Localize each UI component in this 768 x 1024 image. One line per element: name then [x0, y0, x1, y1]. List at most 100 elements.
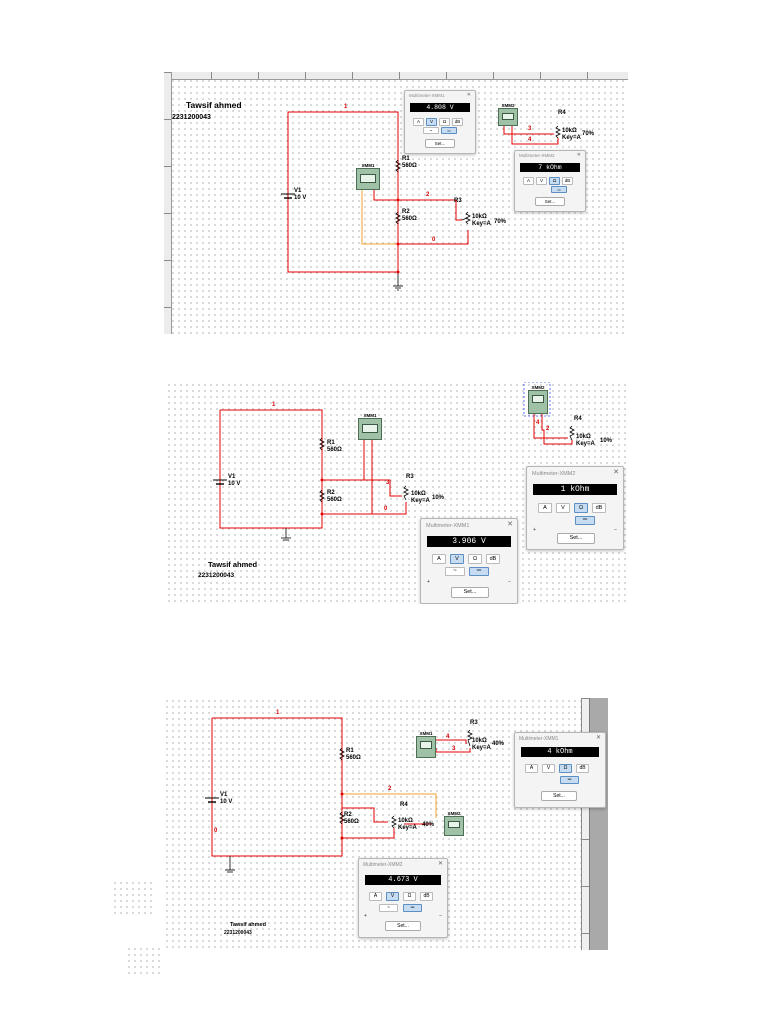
r3-key: Key=A: [472, 745, 491, 751]
mode-button-db[interactable]: dB: [592, 503, 606, 513]
dc-button[interactable]: ═: [551, 186, 567, 193]
set-button[interactable]: Set...: [451, 587, 489, 598]
multimeter-dialog-xmm2[interactable]: Multimeter-XMM2 ✕ 7 kOhm A V Ω dB ═ Set.…: [514, 150, 586, 212]
right-ruler: [581, 698, 590, 950]
multimeter-dialog-xmm1[interactable]: Multimeter-XMM1 ✕ 4.808 V A V Ω dB ~ ═ S…: [404, 90, 476, 154]
r4-key: Key=A: [576, 441, 595, 447]
net-label: 0: [214, 828, 218, 834]
mode-button-volts[interactable]: V: [542, 764, 555, 773]
mode-button-amps[interactable]: A: [525, 764, 538, 773]
mode-button-db[interactable]: dB: [420, 892, 433, 901]
ac-button[interactable]: ~: [379, 904, 398, 912]
r3-percent: 70%: [494, 219, 507, 225]
schematic-panel-3: Tawsif ahmed 2231200043 1 0 2 4 3 V1 10 …: [164, 698, 608, 950]
multimeter-dialog-xmm1[interactable]: Multimeter-XMM1 ✕ 4 kOhm A V Ω dB ═ Set.…: [514, 732, 606, 808]
meter-tag: XMM1: [419, 731, 433, 736]
ac-button[interactable]: ~: [445, 567, 465, 576]
mode-button-db[interactable]: dB: [562, 177, 573, 185]
mode-button-ohms[interactable]: Ω: [403, 892, 416, 901]
r3-name: R3: [470, 720, 478, 726]
net-label: 3: [386, 480, 390, 486]
r4-key: Key=A: [398, 825, 417, 831]
dc-button[interactable]: ═: [403, 904, 422, 912]
close-icon[interactable]: ✕: [576, 152, 581, 158]
multimeter-dialog-xmm2[interactable]: Multimeter-XMM2 ✕ 1 kOhm A V Ω dB ═ + − …: [526, 466, 624, 550]
v1-value: 10 V: [294, 195, 307, 201]
mode-button-db[interactable]: dB: [576, 764, 589, 773]
meter-display: 4 kOhm: [521, 747, 599, 757]
mode-button-ohms[interactable]: Ω: [559, 764, 572, 773]
set-button[interactable]: Set...: [385, 921, 421, 931]
circuit-wires: [205, 717, 473, 873]
multimeter-xmm2-icon[interactable]: XMM2: [528, 385, 548, 414]
mode-button-db[interactable]: dB: [452, 118, 463, 126]
mode-button-volts[interactable]: V: [386, 892, 399, 901]
close-icon[interactable]: ✕: [595, 735, 601, 741]
minus-terminal-icon: −: [439, 913, 442, 919]
set-button[interactable]: Set...: [425, 139, 455, 148]
v1-value: 10 V: [228, 481, 241, 487]
close-icon[interactable]: ✕: [613, 469, 619, 476]
multimeter-dialog-xmm2[interactable]: Multimeter-XMM2 ✕ 4.673 V A V Ω dB ~ ═ +…: [358, 858, 448, 938]
close-icon[interactable]: ✕: [437, 861, 443, 867]
mode-button-amps[interactable]: A: [538, 503, 552, 513]
r1-name: R1: [346, 748, 354, 754]
net-label: 0: [432, 237, 436, 243]
v1-name: V1: [294, 188, 302, 194]
meter-tag: XMM1: [363, 413, 377, 418]
r3-percent: 10%: [432, 495, 445, 501]
student-id: 2231200043: [224, 930, 252, 936]
multimeter-xmm1-icon[interactable]: XMM1: [356, 163, 380, 190]
mode-button-volts[interactable]: V: [556, 503, 570, 513]
minus-terminal-icon: −: [508, 579, 511, 585]
multimeter-xmm2-icon[interactable]: XMM2: [498, 103, 518, 126]
meter-screen-icon: [420, 741, 432, 749]
minus-terminal-icon: −: [614, 527, 617, 533]
net-label: 4: [446, 734, 450, 740]
mode-button-ohms[interactable]: Ω: [549, 177, 560, 185]
mode-button-ohms[interactable]: Ω: [439, 118, 450, 126]
r2-name: R2: [327, 490, 335, 496]
mode-button-amps[interactable]: A: [369, 892, 382, 901]
set-button[interactable]: Set...: [557, 533, 595, 544]
student-id: 2231200043: [172, 114, 211, 121]
mode-button-volts[interactable]: V: [450, 554, 464, 564]
mode-button-amps[interactable]: A: [432, 554, 446, 564]
meter-screen-icon: [448, 821, 460, 828]
meter-display: 1 kOhm: [533, 484, 617, 495]
meter-screen-icon: [360, 174, 376, 183]
r1-name: R1: [327, 440, 335, 446]
v1-name: V1: [228, 474, 236, 480]
set-button[interactable]: Set...: [541, 791, 577, 801]
ac-button[interactable]: ~: [423, 127, 439, 134]
meter-tag: XMM2: [531, 385, 545, 390]
multimeter-xmm2-icon[interactable]: XMM2: [444, 811, 464, 836]
mode-button-amps[interactable]: A: [413, 118, 424, 126]
dc-button[interactable]: ═: [575, 516, 595, 525]
mode-button-volts[interactable]: V: [426, 118, 437, 126]
r4-value: 10kΩ: [398, 818, 413, 824]
schematic-panel-1: Tawsif ahmed 2231200043 1 2 0 3 4 V1 10 …: [164, 72, 628, 334]
multimeter-dialog-xmm1[interactable]: Multimeter-XMM1 ✕ 3.906 V A V Ω dB ~ ═ +…: [420, 518, 518, 604]
r4-percent: 10%: [600, 438, 613, 444]
v1-name: V1: [220, 792, 228, 798]
multimeter-xmm1-icon[interactable]: XMM1: [358, 413, 382, 440]
r1-value: 560Ω: [402, 163, 417, 169]
mode-button-ohms[interactable]: Ω: [468, 554, 482, 564]
meter-screen-icon: [502, 113, 514, 120]
set-button[interactable]: Set...: [535, 197, 565, 206]
dc-button[interactable]: ═: [441, 127, 457, 134]
mode-button-amps[interactable]: A: [523, 177, 534, 185]
close-icon[interactable]: ✕: [507, 521, 513, 528]
r3-key: Key=A: [411, 498, 430, 504]
close-icon[interactable]: ✕: [466, 92, 471, 98]
dc-button[interactable]: ═: [469, 567, 489, 576]
meter-display: 4.808 V: [410, 103, 470, 112]
mode-button-volts[interactable]: V: [536, 177, 547, 185]
mode-button-db[interactable]: dB: [486, 554, 500, 564]
grid-fragment: [126, 946, 162, 974]
mode-button-ohms[interactable]: Ω: [574, 503, 588, 513]
r2-value: 560Ω: [327, 497, 342, 503]
multimeter-xmm1-icon[interactable]: XMM1: [416, 731, 436, 758]
dc-button[interactable]: ═: [560, 776, 579, 784]
